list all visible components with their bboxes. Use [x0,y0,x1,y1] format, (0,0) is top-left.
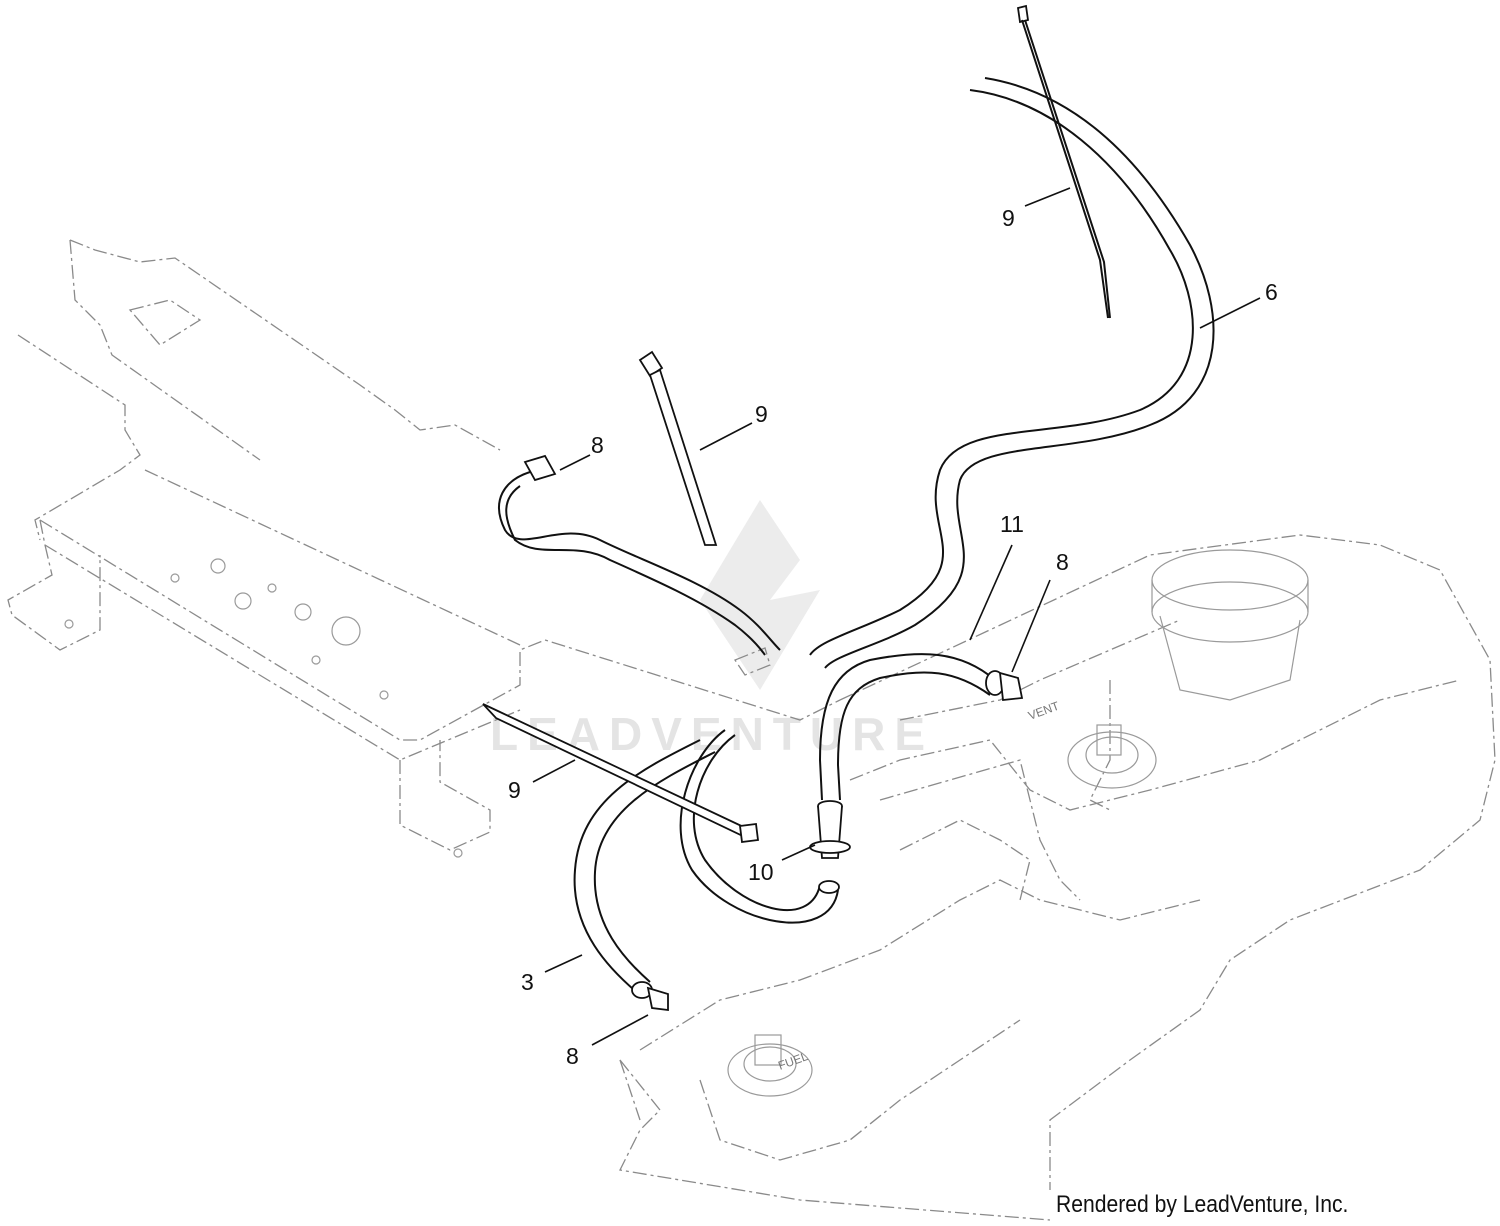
callout-11: 11 [1000,511,1024,537]
callout-9-middle: 9 [755,401,768,427]
watermark: LEADVENTURE [490,500,934,760]
cable-tie-9-lower[interactable] [482,703,760,844]
callout-10: 10 [748,859,774,885]
callout-8-frame: 8 [591,432,604,458]
hose-6[interactable] [809,77,1215,669]
vent-label: VENT [1026,698,1061,722]
hose-3[interactable] [573,739,716,1012]
frame-phantom [7,239,841,858]
callout-labels: 9 6 9 8 11 8 9 10 3 8 [508,205,1278,1069]
cable-tie-9-top[interactable] [1016,4,1111,319]
render-credit: Rendered by LeadVenture, Inc. [1056,1191,1349,1218]
leader-lines [532,187,1261,1046]
fitting-10[interactable] [809,800,851,859]
watermark-text: LEADVENTURE [490,708,934,760]
watermark-logo-icon [700,500,820,690]
callout-9-lower: 9 [508,777,521,803]
callout-3: 3 [521,969,534,995]
callout-6: 6 [1265,279,1278,305]
hose-frame[interactable] [498,454,781,656]
callout-8-lower: 8 [566,1043,579,1069]
cable-tie-9-middle[interactable] [638,350,718,546]
callout-9-top: 9 [1002,205,1015,231]
hose-11[interactable] [818,653,1024,801]
callout-8-tank: 8 [1056,549,1069,575]
hose-loop[interactable] [679,729,840,924]
